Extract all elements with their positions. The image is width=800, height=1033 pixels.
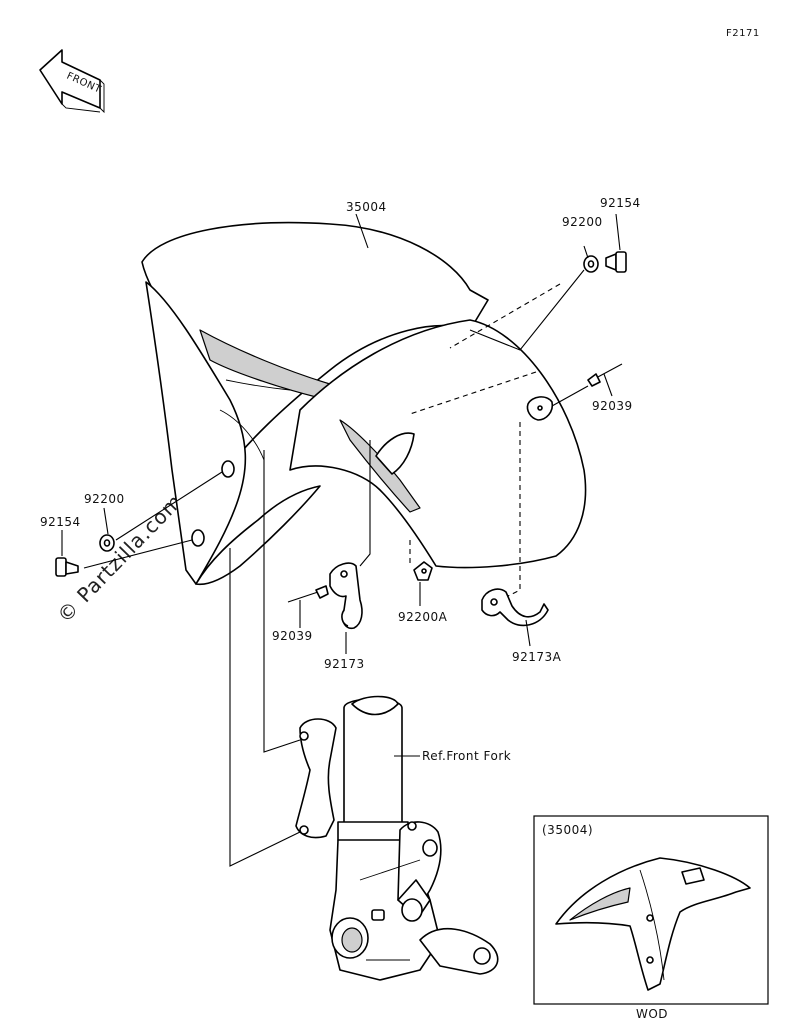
clamp-right-icon xyxy=(481,588,549,627)
callout-ref-fork: Ref.Front Fork xyxy=(422,749,511,763)
callout-stud-left: 92039 xyxy=(272,629,313,643)
inset-caption: WOD xyxy=(636,1007,668,1021)
figure-code: F2171 xyxy=(726,28,760,39)
washer-left-icon xyxy=(99,534,115,552)
stud-left-icon xyxy=(287,585,329,603)
callout-stud-right: 92039 xyxy=(592,399,633,413)
callout-fender: 35004 xyxy=(346,200,387,214)
front-arrow-icon: FRONT xyxy=(39,49,105,114)
bolt-left-icon xyxy=(55,557,79,577)
callout-clamp-left: 92173 xyxy=(324,657,365,671)
washer-a-icon xyxy=(413,561,433,581)
callout-washer-left: 92200 xyxy=(84,492,125,506)
callout-washer-a: 92200A xyxy=(398,610,448,624)
front-fork-leg xyxy=(329,695,499,981)
front-fender xyxy=(141,221,587,586)
washer-right-icon xyxy=(583,255,599,273)
fender-stay-bracket xyxy=(295,718,337,839)
inset-variant-box: (35004) xyxy=(533,815,769,1005)
clamp-left-icon xyxy=(329,562,363,630)
callout-bolt-right: 92154 xyxy=(600,196,641,210)
callout-clamp-right: 92173A xyxy=(512,650,562,664)
stud-right-icon xyxy=(587,363,623,387)
callout-bolt-left: 92154 xyxy=(40,515,81,529)
inset-part-ref: (35004) xyxy=(542,823,593,837)
bolt-right-icon xyxy=(605,251,627,273)
callout-washer-right: 92200 xyxy=(562,215,603,229)
